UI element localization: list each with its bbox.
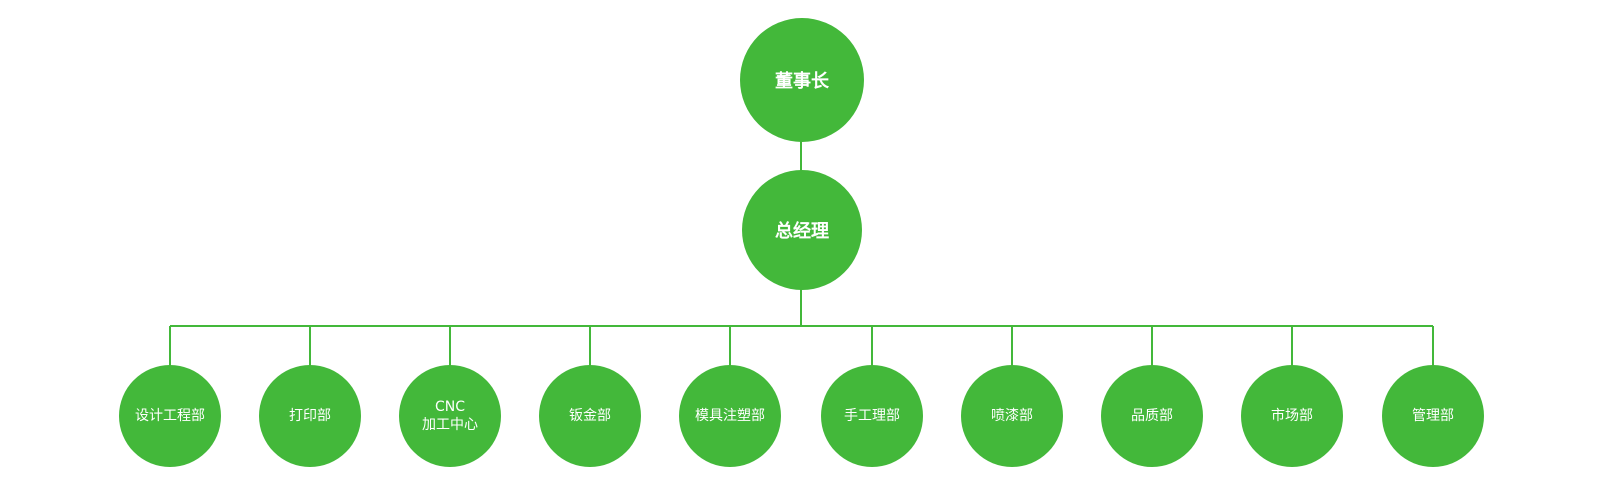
department-label: 市场部 — [1271, 408, 1313, 424]
general-manager-node: 总经理 — [742, 170, 862, 290]
department-node-management: 管理部 — [1382, 365, 1484, 467]
department-node-quality: 品质部 — [1101, 365, 1203, 467]
department-label-line1: CNC — [434, 399, 466, 415]
department-label-line2: 加工中心 — [422, 417, 478, 433]
department-node-sheet-metal: 钣金部 — [539, 365, 641, 467]
department-label: 模具注塑部 — [695, 408, 765, 424]
department-label: 喷漆部 — [991, 408, 1033, 424]
department-node-manual-finishing: 手工理部 — [821, 365, 923, 467]
department-node-painting: 喷漆部 — [961, 365, 1063, 467]
department-label: 管理部 — [1412, 408, 1454, 424]
department-node-printing: 打印部 — [259, 365, 361, 467]
department-label: 品质部 — [1131, 408, 1173, 424]
department-node-marketing: 市场部 — [1241, 365, 1343, 467]
department-label: 手工理部 — [844, 408, 900, 424]
department-label: 设计工程部 — [135, 408, 205, 424]
department-node-design-engineering: 设计工程部 — [119, 365, 221, 467]
general-manager-label: 总经理 — [775, 221, 829, 242]
department-label: 钣金部 — [569, 408, 611, 424]
chairman-node: 董事长 — [740, 18, 864, 142]
department-node-mold-injection: 模具注塑部 — [679, 365, 781, 467]
department-node-cnc: CNC 加工中心 — [399, 365, 501, 467]
department-label: 打印部 — [289, 408, 331, 424]
chairman-label: 董事长 — [775, 71, 829, 92]
